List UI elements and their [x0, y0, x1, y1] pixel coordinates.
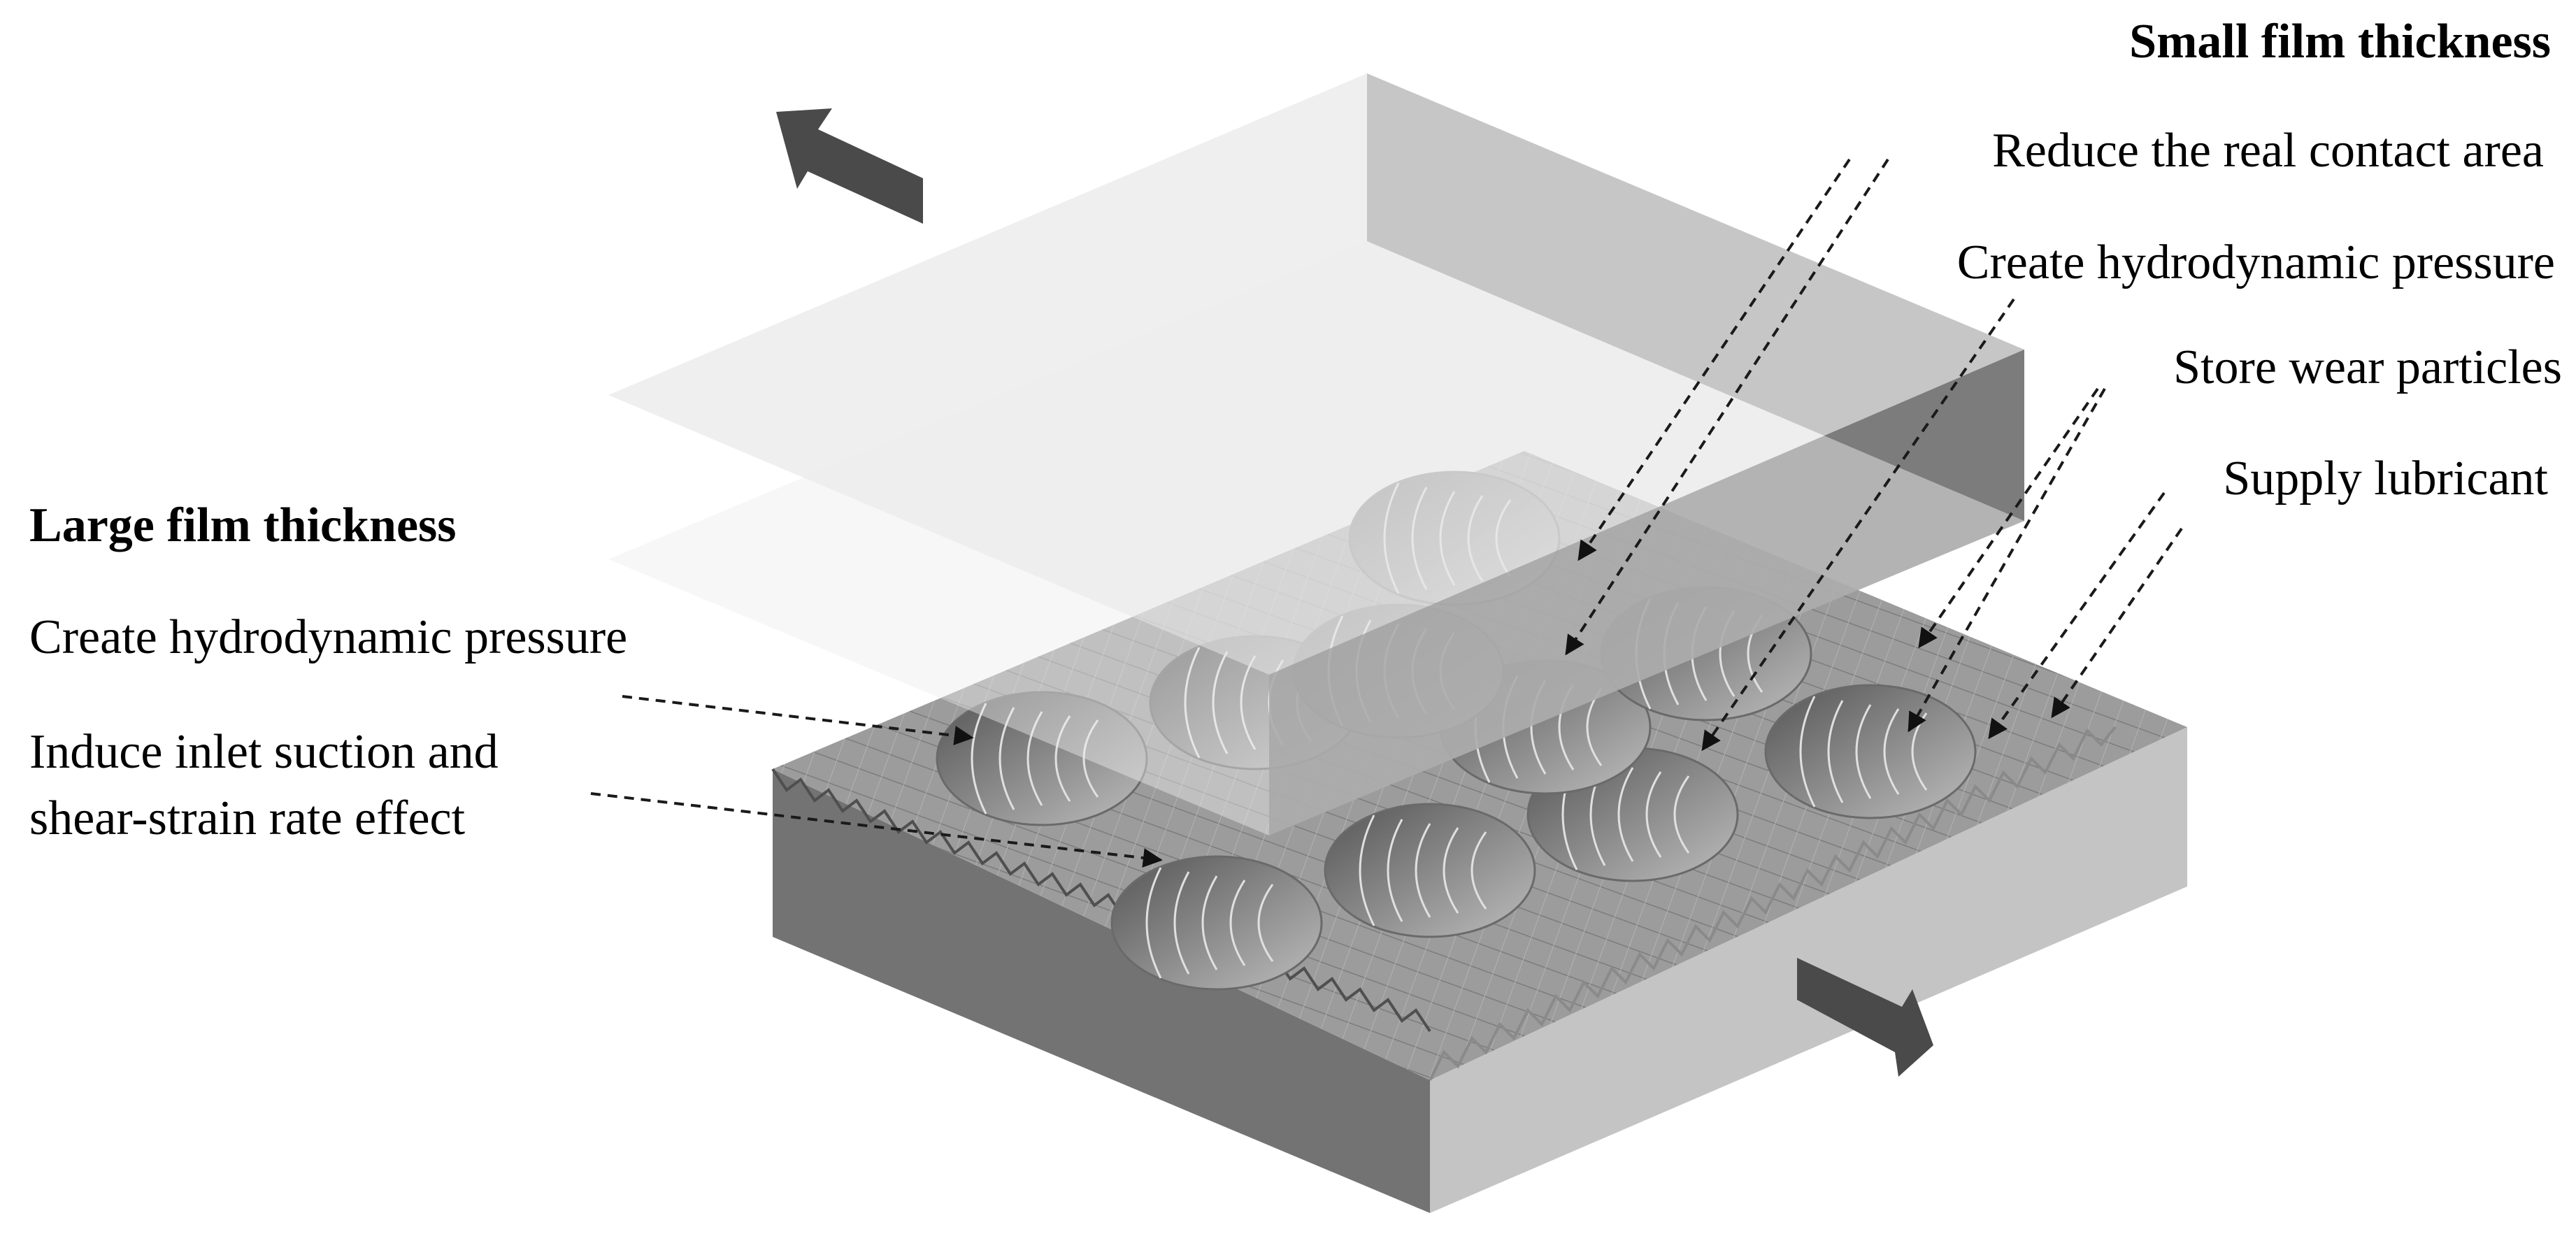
large-film-heading: Large film thickness	[29, 498, 457, 552]
side-edge-sawtooth	[1429, 726, 2117, 1081]
leader-line	[622, 695, 974, 745]
dimple	[1110, 855, 1323, 991]
small-film-label-contact-area: Reduce the real contact area	[1992, 124, 2544, 178]
upper-plate-motion-arrow	[776, 108, 923, 224]
dimple	[1764, 684, 1977, 819]
large-film-label-hydrodynamic-pressure: Create hydrodynamic pressure	[29, 610, 628, 664]
front-edge-sawtooth	[771, 768, 1431, 1033]
plate-bottom-face	[608, 241, 2024, 835]
upper-plate	[608, 73, 2024, 835]
small-film-label-hydrodynamic-pressure: Create hydrodynamic pressure	[1956, 236, 2555, 289]
leader-line	[2051, 527, 2183, 719]
leader-line	[1701, 298, 2015, 752]
leader-line	[590, 792, 1163, 868]
leader-line	[1577, 158, 1851, 561]
small-film-label-wear-particles: Store wear particles	[2173, 340, 2562, 394]
small-film-heading: Small film thickness	[2129, 15, 2551, 69]
large-film-label-inlet-suction-line2: shear-strain rate effect	[29, 791, 466, 845]
leader-lines	[590, 158, 2183, 868]
plate-side-face	[1269, 350, 2024, 835]
block-front-face	[773, 769, 1430, 1213]
small-film-label-supply-lubricant: Supply lubricant	[2223, 452, 2548, 505]
leader-line	[1565, 158, 1889, 656]
leader-line	[1918, 387, 2099, 649]
leader-line	[1908, 388, 2106, 733]
dimple	[1324, 803, 1536, 938]
large-film-label-inlet-suction-line1: Induce inlet suction and	[29, 725, 499, 779]
lower-block-motion-arrow	[1797, 958, 1933, 1077]
plate-back-face	[1367, 73, 2024, 521]
dimple	[936, 691, 1148, 826]
